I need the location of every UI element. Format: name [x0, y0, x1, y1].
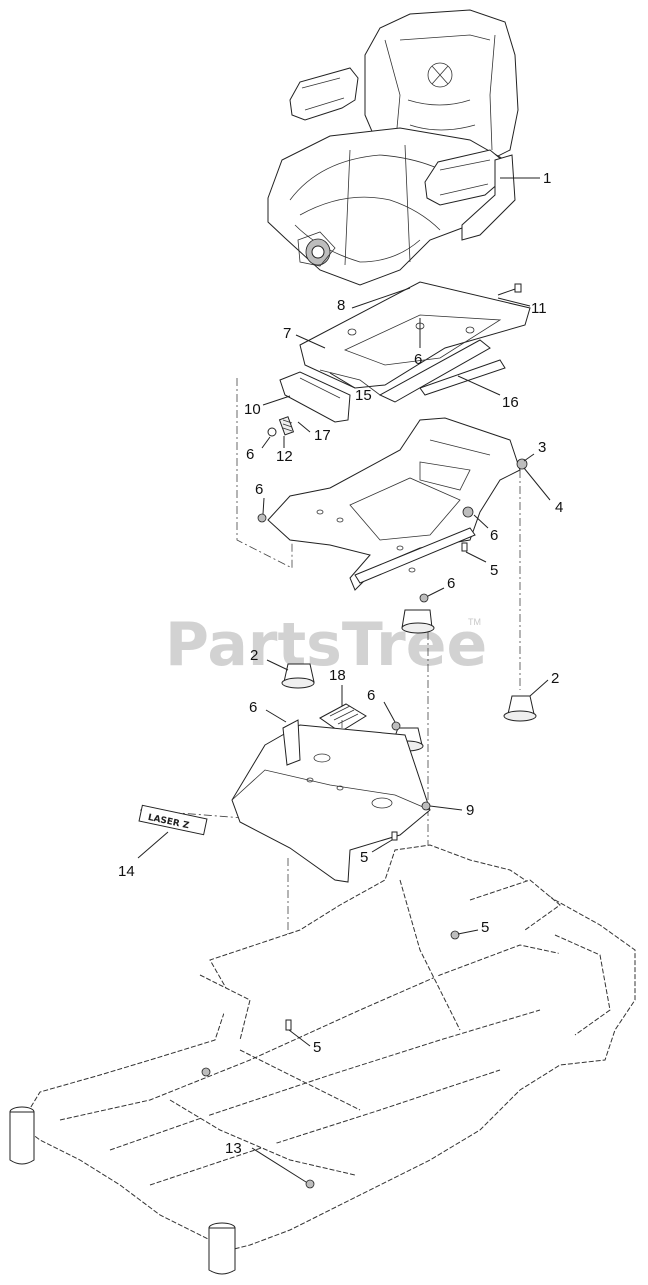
front-caster-post-right — [208, 1222, 236, 1275]
callout-10[interactable]: 10 — [244, 401, 261, 418]
nut-6-left — [257, 513, 267, 523]
bolt-5-frame-left — [285, 1019, 292, 1031]
callout-6[interactable]: 6 — [249, 699, 257, 716]
callout-9[interactable]: 9 — [466, 802, 474, 819]
callout-2[interactable]: 2 — [551, 670, 559, 687]
callout-14[interactable]: 14 — [118, 863, 135, 880]
isolator-mount-right[interactable] — [503, 695, 537, 722]
callout-6[interactable]: 6 — [367, 687, 375, 704]
callout-5[interactable]: 5 — [481, 919, 489, 936]
callout-1[interactable]: 1 — [543, 170, 551, 187]
callout-5[interactable]: 5 — [360, 849, 368, 866]
callouts: 1 8 11 7 6 15 16 10 17 6 12 3 4 6 6 5 6 … — [118, 170, 563, 1157]
seat-adjust-knob — [297, 231, 336, 267]
callout-15[interactable]: 15 — [355, 387, 372, 404]
alignment-line-frame — [236, 378, 293, 569]
bolt-11 — [497, 283, 522, 296]
callout-7[interactable]: 7 — [283, 325, 291, 342]
isolator-mount-center — [401, 593, 435, 634]
callout-6[interactable]: 6 — [490, 527, 498, 544]
nut-6-right — [462, 506, 474, 518]
callout-16[interactable]: 16 — [502, 394, 519, 411]
callout-8[interactable]: 8 — [337, 297, 345, 314]
laser-z-decal: LASER Z — [138, 804, 208, 836]
callout-6[interactable]: 6 — [447, 575, 455, 592]
callout-5[interactable]: 5 — [313, 1039, 321, 1056]
seat-mount-plate[interactable] — [299, 281, 531, 403]
mower-frame — [9, 844, 636, 1275]
bolt-13-b — [305, 1179, 315, 1189]
decal-18 — [319, 703, 367, 733]
bolt-13-a — [201, 1067, 211, 1077]
watermark: PartsTree TM — [165, 610, 487, 680]
callout-6[interactable]: 6 — [255, 481, 263, 498]
callout-4[interactable]: 4 — [555, 499, 563, 516]
callout-13[interactable]: 13 — [225, 1140, 242, 1157]
callout-11[interactable]: 11 — [531, 300, 547, 317]
isolator-mount-left[interactable] — [281, 663, 315, 689]
callout-12[interactable]: 12 — [276, 448, 293, 465]
watermark-text: PartsTree — [165, 610, 487, 680]
screw-5-top — [461, 542, 468, 552]
front-caster-post-left — [9, 1106, 35, 1165]
callout-17[interactable]: 17 — [314, 427, 331, 444]
seat-assembly[interactable] — [267, 9, 519, 286]
screw-5-cover — [391, 831, 398, 841]
callout-2[interactable]: 2 — [250, 647, 258, 664]
nut-3 — [516, 458, 528, 470]
callout-6[interactable]: 6 — [246, 446, 254, 463]
leader-lines — [137, 177, 551, 1183]
callout-6[interactable]: 6 — [414, 351, 422, 368]
callout-5[interactable]: 5 — [490, 562, 498, 579]
bracket-10 — [267, 371, 351, 437]
callout-3[interactable]: 3 — [538, 439, 546, 456]
seat-base-plate[interactable] — [267, 417, 521, 591]
slide-rail-right — [378, 339, 491, 403]
seat-support-cover[interactable] — [231, 719, 431, 883]
callout-18[interactable]: 18 — [329, 667, 346, 684]
bolt-9 — [421, 801, 431, 811]
watermark-trademark: TM — [468, 617, 481, 627]
bolt-5-frame-right — [450, 930, 460, 940]
